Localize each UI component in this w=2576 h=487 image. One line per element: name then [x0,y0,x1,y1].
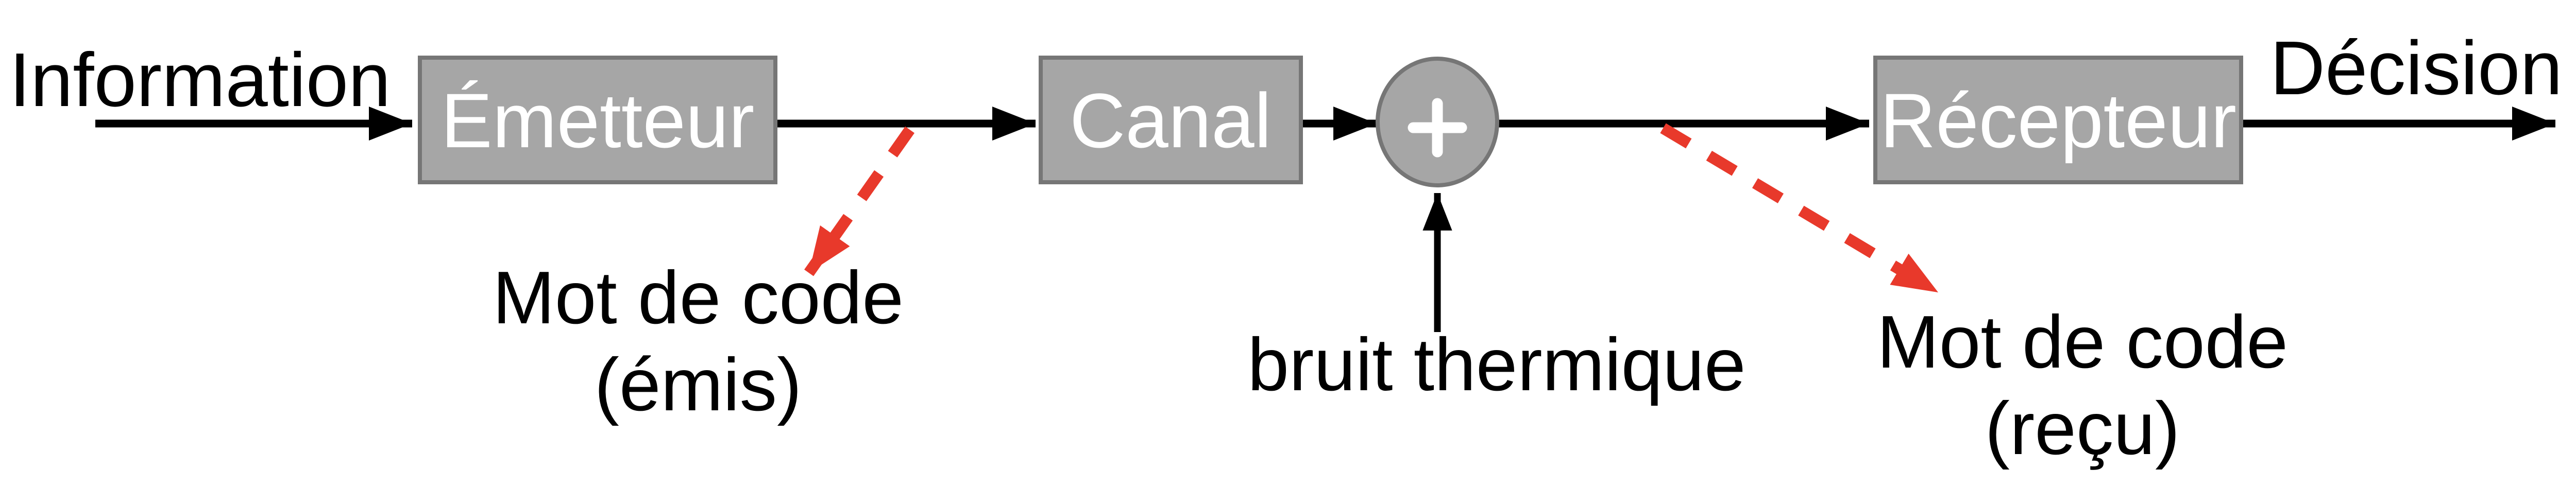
dashed-arrow-codeword-sent [804,126,914,276]
decision-label: Décision [2270,26,2563,111]
information-label: Information [9,38,391,123]
noise-label: bruit thermique [1247,323,1745,406]
codeword-sent-line2: (émis) [595,343,802,426]
codeword-received-line1: Mot de code [1877,300,2288,384]
emetteur-box [418,56,777,184]
codeword-sent-line1: Mot de code [493,256,904,339]
canal-box [1039,56,1303,184]
emetteur-label: Émetteur [441,77,755,164]
plus-icon [1408,98,1467,158]
recepteur-box [1873,56,2243,184]
recepteur-label: Récepteur [1880,77,2236,164]
codeword-received-line2: (reçu) [1985,387,2180,470]
canal-label: Canal [1070,77,1272,164]
